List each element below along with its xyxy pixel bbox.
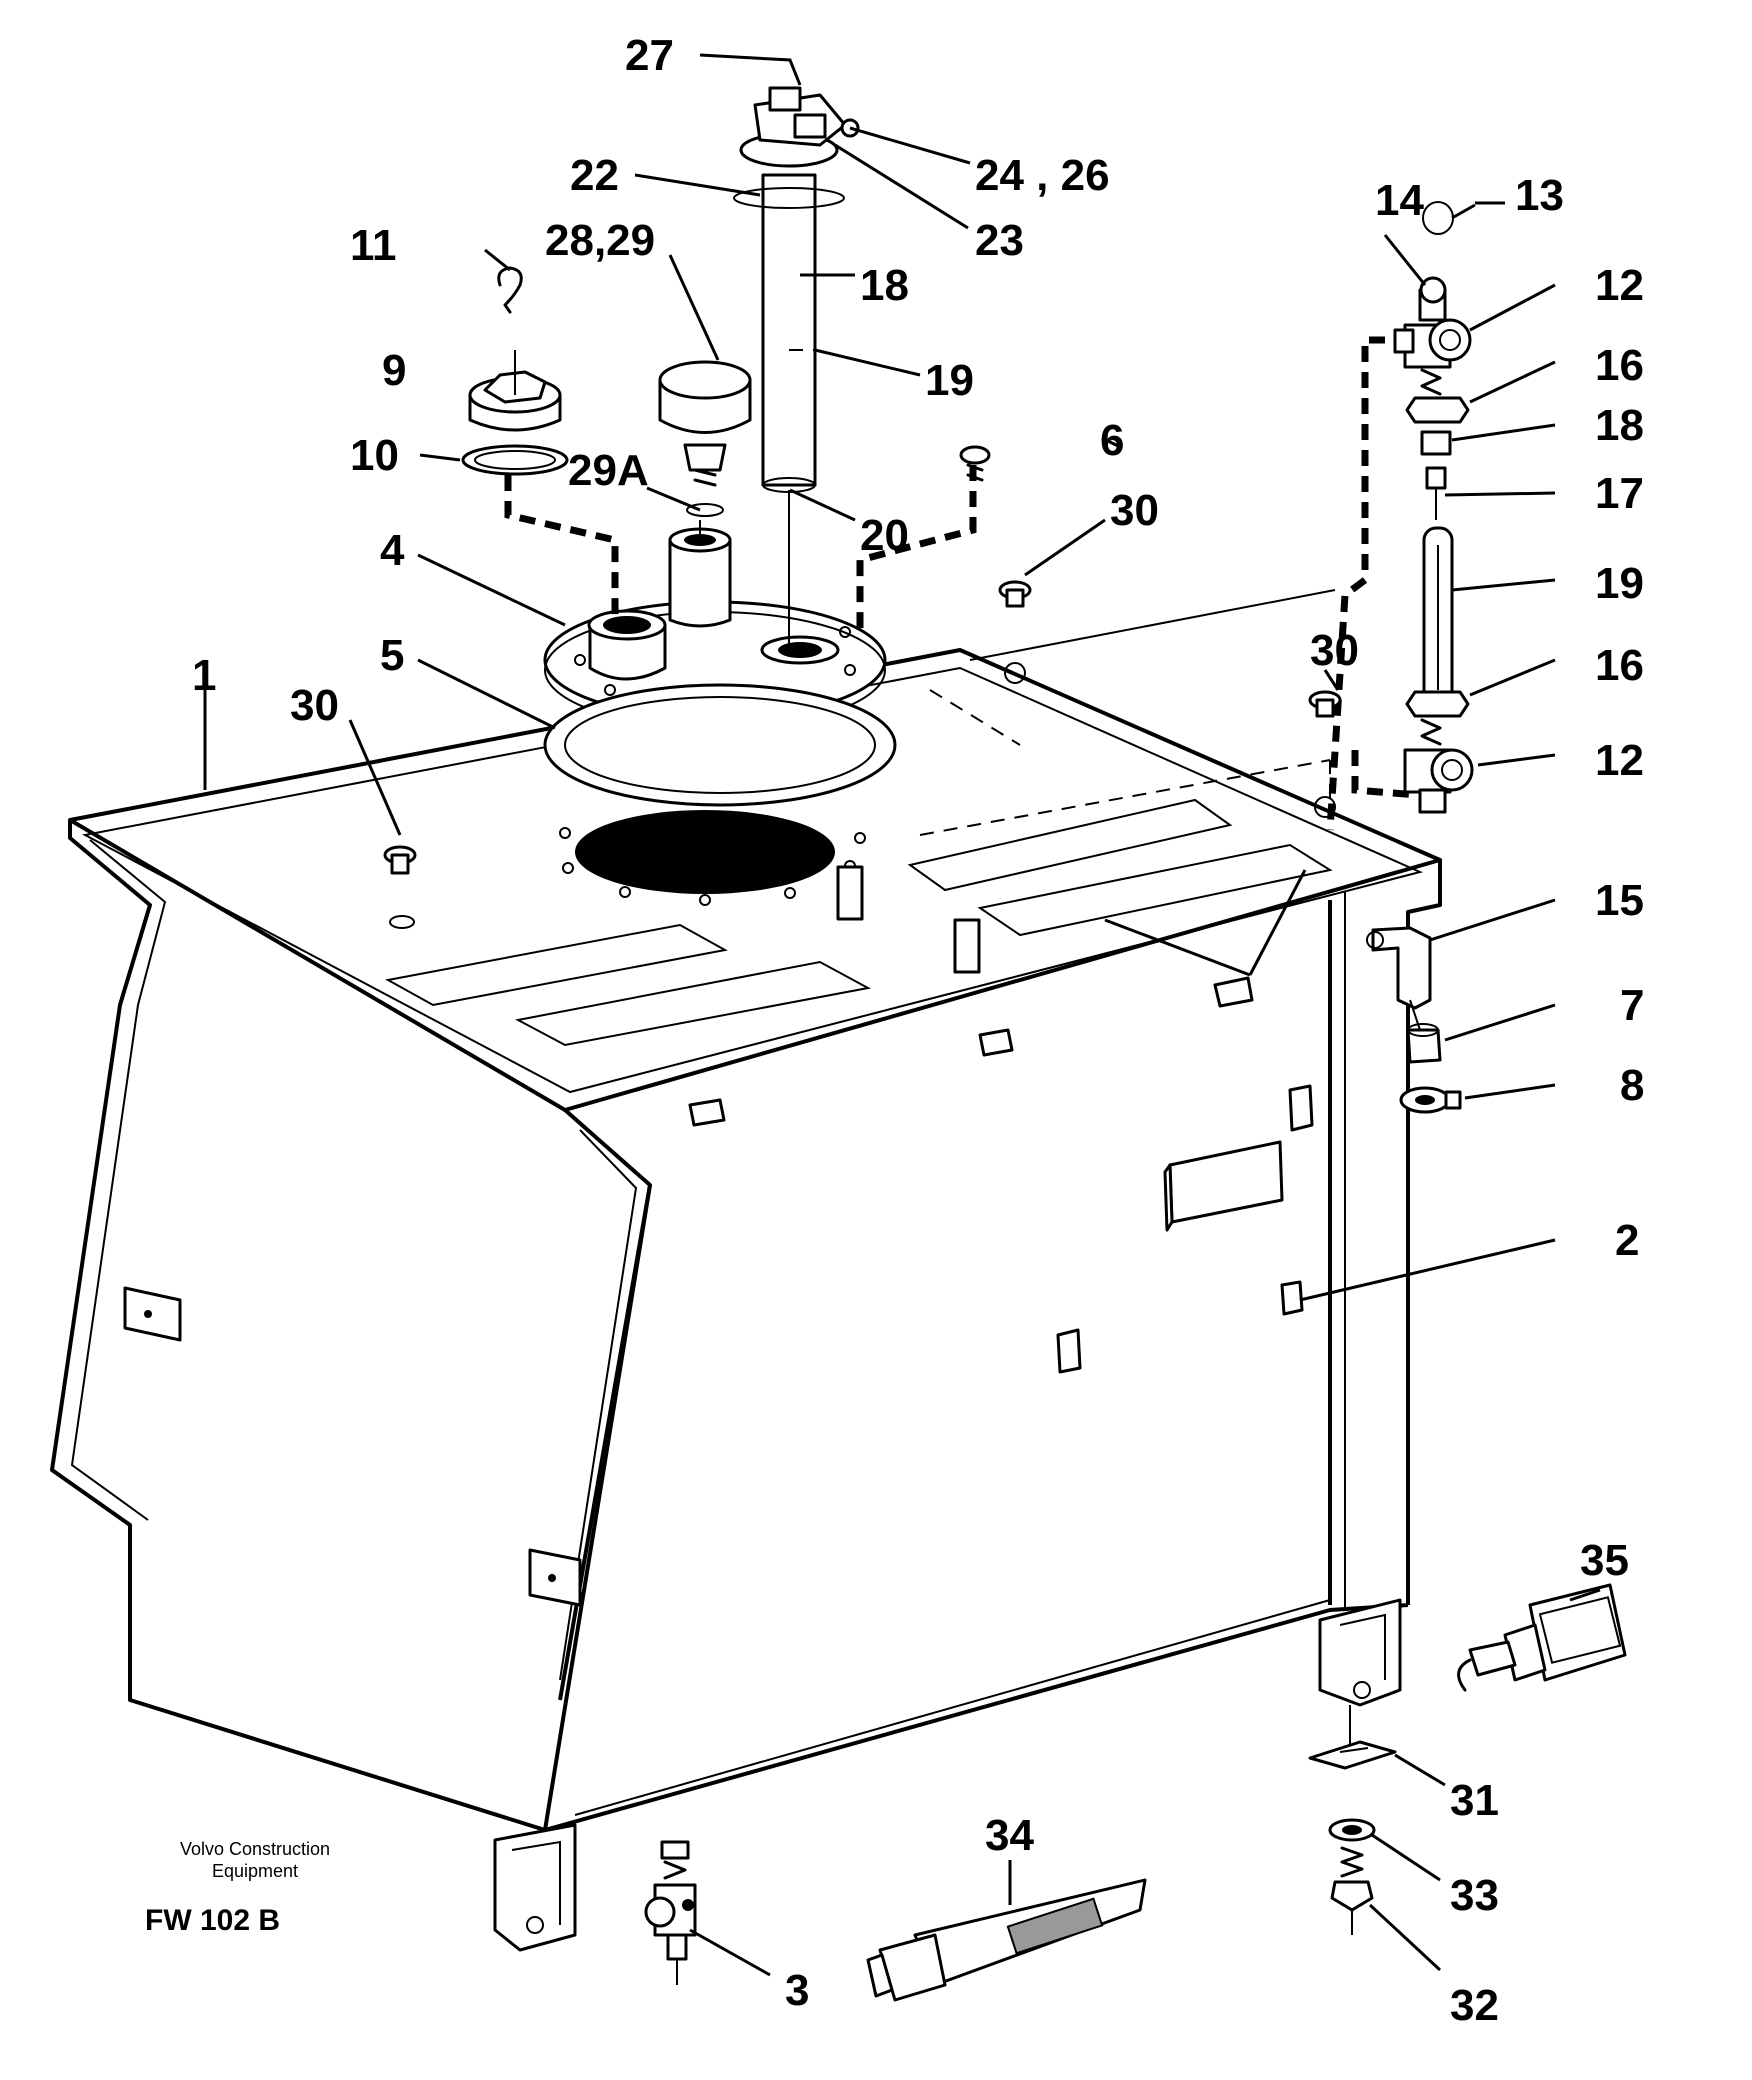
callout-4: 4 (380, 526, 405, 575)
callout-20: 18 (860, 261, 909, 310)
callout-24-26: 23 (975, 216, 1024, 265)
sight-gauge (1393, 201, 1474, 814)
callout-33: 33 (1450, 1871, 1499, 1920)
callout-8: 8 (1620, 1061, 1644, 1110)
callout-34: 34 (985, 1811, 1034, 1860)
callout-28-29: 28,29 (545, 216, 655, 265)
callout-18: 18 (1595, 401, 1644, 450)
callout-11: 11 (350, 221, 397, 270)
callout-labels: 27 24 , 26 23 22 28,29 18 19 20 11 9 10 … (192, 31, 1644, 2030)
tank-body (50, 648, 1442, 1952)
callout-15: 15 (1595, 876, 1644, 925)
callout-30-left: 30 (290, 681, 339, 730)
callout-32: 32 (1450, 1981, 1499, 2030)
callout-10: 10 (350, 431, 399, 480)
washer (1328, 1818, 1376, 1842)
callout-16-bottom: 16 (1595, 641, 1644, 690)
callout-16-top: 16 (1595, 341, 1644, 390)
callout-1: 1 (192, 651, 216, 700)
drain-valve (644, 1840, 697, 1985)
callout-19: 19 (1595, 559, 1644, 608)
callout-23: 22 (570, 151, 619, 200)
callout-21: 19 (925, 356, 974, 405)
screw (1330, 1846, 1374, 1935)
callout-13: 13 (1515, 171, 1564, 220)
callout-12-bottom: 12 (1595, 736, 1644, 785)
credit-line-2: Equipment (212, 1861, 298, 1881)
level-sender (733, 86, 860, 650)
callout-7: 7 (1620, 981, 1644, 1030)
breather (658, 360, 752, 517)
figure-code: FW 102 B (145, 1904, 280, 1937)
callout-9: 9 (382, 346, 406, 395)
filler-cap (461, 266, 569, 476)
callout-12-top: 12 (1595, 261, 1644, 310)
callout-14: 14 (1375, 176, 1424, 225)
callout-2: 2 (1615, 1216, 1639, 1265)
flange-cover (543, 527, 887, 729)
bracket (1366, 926, 1462, 1114)
callout-30-right: 30 (1310, 626, 1359, 675)
leader-lines (203, 53, 1601, 1977)
plug (383, 580, 1342, 875)
credit-line-1: Volvo Construction (180, 1839, 330, 1859)
callout-35: 35 (1580, 1536, 1629, 1585)
bolt (959, 445, 991, 482)
callout-30-top: 30 (1110, 486, 1159, 535)
callout-31: 31 (1450, 1776, 1499, 1825)
callout-3: 3 (785, 1966, 809, 2015)
callout-6: 6 (1100, 416, 1124, 465)
callout-27: 27 (625, 31, 674, 80)
callout-22: 20 (860, 511, 909, 560)
sealant-tube (866, 1878, 1147, 2002)
gasket (543, 683, 897, 807)
callout-29a: 29A (568, 446, 649, 495)
adhesive-bottle (1457, 1583, 1627, 1692)
callout-25-26: 24 , 26 (975, 151, 1110, 200)
credit-block: Volvo Construction Equipment FW 102 B (145, 1839, 330, 1937)
callout-17: 17 (1595, 469, 1644, 518)
shim (1308, 1705, 1397, 1770)
callout-5: 5 (380, 631, 404, 680)
